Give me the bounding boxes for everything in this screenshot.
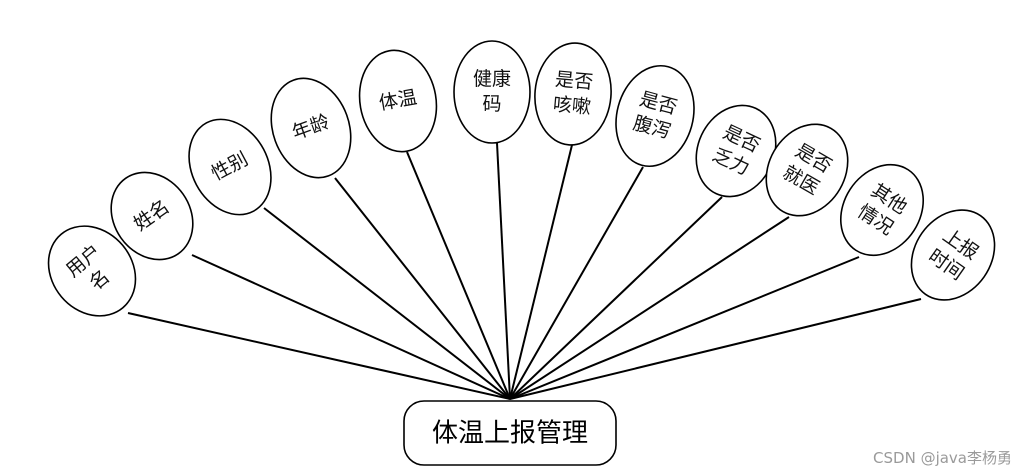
connector-line-4 bbox=[334, 177, 511, 400]
attribute-label: 健康 bbox=[473, 68, 511, 90]
attribute-ellipse bbox=[110, 171, 194, 261]
connector-line-1 bbox=[127, 312, 511, 400]
attribute-ellipse bbox=[270, 77, 352, 179]
attribute-ellipse bbox=[188, 118, 272, 216]
connector-line-11 bbox=[509, 256, 860, 400]
watermark: CSDN @java李杨勇 bbox=[873, 449, 1012, 467]
connector-lines bbox=[127, 142, 922, 400]
connector-line-2 bbox=[191, 254, 511, 400]
attribute-ellipses: 用户名姓名性别年龄体温健康码是否咳嗽是否腹泻是否乏力是否就医其他情况上报时间 bbox=[47, 40, 996, 317]
attribute-用户名: 用户名 bbox=[47, 225, 137, 317]
connector-line-5 bbox=[406, 151, 511, 400]
attribute-性别: 性别 bbox=[188, 118, 272, 216]
attribute-ellipse bbox=[534, 42, 612, 146]
attribute-label: 是否 bbox=[554, 68, 594, 93]
attribute-ellipse bbox=[47, 225, 137, 317]
attribute-ellipse bbox=[615, 64, 695, 168]
entity-label: 体温上报管理 bbox=[432, 419, 588, 449]
attribute-ellipse bbox=[453, 40, 531, 144]
attribute-ellipse bbox=[358, 49, 438, 153]
connector-line-9 bbox=[509, 196, 723, 400]
attribute-姓名: 姓名 bbox=[110, 171, 194, 261]
attribute-ellipse bbox=[765, 123, 849, 217]
connector-line-6 bbox=[496, 142, 511, 400]
connector-line-7 bbox=[509, 144, 573, 400]
attribute-体温: 体温 bbox=[358, 49, 438, 153]
connector-line-12 bbox=[509, 298, 922, 400]
attribute-年龄: 年龄 bbox=[270, 77, 352, 179]
attribute-ellipse bbox=[910, 209, 996, 301]
attribute-label: 咳嗽 bbox=[552, 93, 592, 118]
attribute-健康码: 健康码 bbox=[453, 40, 531, 144]
connector-line-10 bbox=[509, 216, 790, 400]
connector-line-3 bbox=[263, 207, 511, 400]
entity-box bbox=[403, 400, 617, 466]
entity-node: 体温上报管理 bbox=[403, 400, 617, 466]
attribute-ellipse bbox=[839, 163, 925, 257]
attribute-label: 码 bbox=[482, 93, 501, 115]
connector-line-8 bbox=[509, 166, 644, 400]
